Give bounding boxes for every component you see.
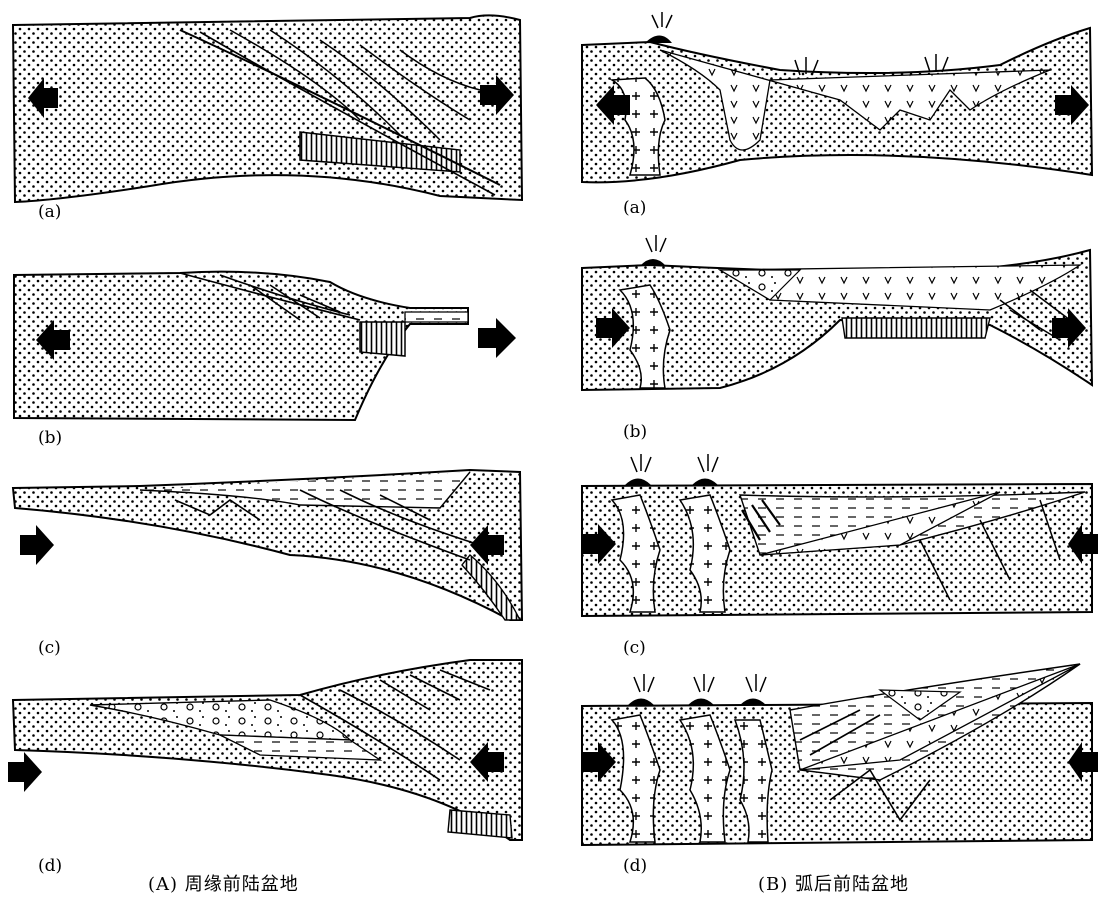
panel-B-c [582,454,1098,616]
panel-A-a [13,15,522,202]
volcano-icon [692,479,718,486]
panel-label-B-b: (b) [623,424,647,441]
volcano-icon [688,699,714,706]
extension-arrow-icon [478,318,516,358]
volcano-icon [640,259,666,266]
panel-B-b [582,235,1092,390]
panel-B-a [582,12,1092,182]
panel-A-d [8,660,522,840]
compression-arrow-icon [8,752,42,792]
panel-label-A-c: (c) [38,640,61,657]
panel-label-A-d: (d) [38,858,62,875]
panel-B-d [582,664,1098,845]
panel-A-b [14,272,516,420]
panel-A-c [13,470,522,620]
panel-label-A-b: (b) [38,430,62,447]
compression-arrow-icon [20,525,54,565]
volcano-icon [628,699,654,706]
volcano-icon [625,479,651,486]
caption-B: (B) 弧后前陆盆地 [758,876,909,894]
panel-label-B-d: (d) [623,858,647,875]
volcano-icon [740,699,766,706]
panel-label-B-c: (c) [623,640,646,657]
panel-label-A-a: (a) [38,204,61,221]
volcano-icon [645,36,672,44]
caption-A: (A) 周缘前陆盆地 [148,876,299,894]
panel-label-B-a: (a) [623,200,646,217]
